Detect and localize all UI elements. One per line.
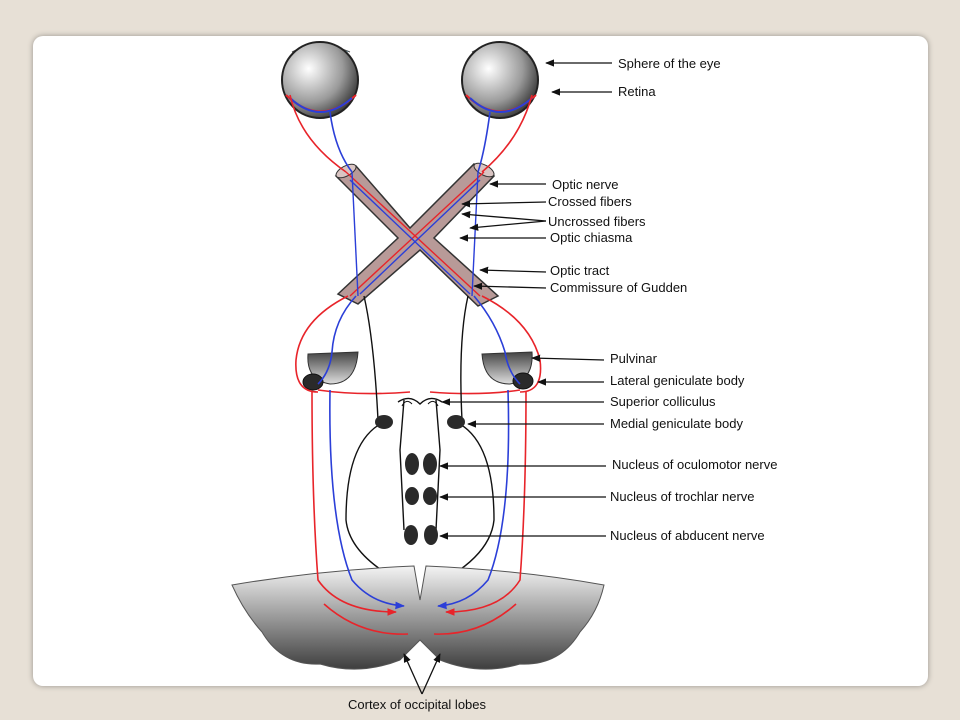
optic-tract-fibers [295, 295, 542, 395]
abducent-nucleus-right [424, 525, 438, 545]
nuclei [404, 453, 438, 545]
label-retina: Retina [618, 84, 656, 99]
lateral-geniculate-left [302, 373, 324, 391]
label-optic-tract: Optic tract [550, 263, 610, 278]
label-optic-nerve: Optic nerve [552, 177, 618, 192]
label-superior-colliculus: Superior colliculus [610, 394, 716, 409]
label-nucleus-trochlar: Nucleus of trochlar nerve [610, 489, 755, 504]
left-eye [281, 41, 359, 119]
label-crossed-fibers: Crossed fibers [548, 194, 632, 209]
lateral-geniculate-right [512, 372, 534, 390]
label-sphere-of-eye: Sphere of the eye [618, 56, 721, 71]
trochlar-nucleus-right [423, 487, 437, 505]
oculomotor-nucleus-right [423, 453, 437, 475]
chiasma-fibers [345, 171, 485, 297]
trochlar-nucleus-left [405, 487, 419, 505]
oculomotor-nucleus-left [405, 453, 419, 475]
medial-geniculate-left [375, 415, 393, 429]
label-uncrossed-fibers: Uncrossed fibers [548, 214, 646, 229]
occipital-cortex [231, 565, 605, 670]
label-nucleus-oculomotor: Nucleus of oculomotor nerve [612, 457, 777, 472]
label-pulvinar: Pulvinar [610, 351, 658, 366]
black-tracts [345, 295, 495, 591]
label-optic-chiasma: Optic chiasma [550, 230, 633, 245]
label-nucleus-abducent: Nucleus of abducent nerve [610, 528, 765, 543]
superior-colliculus [401, 400, 439, 407]
label-arrows [403, 59, 612, 695]
right-eye [461, 41, 539, 119]
labels: Sphere of the eye Retina Optic nerve Cro… [348, 56, 777, 712]
radiation-fibers [311, 389, 527, 635]
medial-geniculate-right [447, 415, 465, 429]
abducent-nucleus-left [404, 525, 418, 545]
label-cortex-occipital: Cortex of occipital lobes [348, 697, 487, 712]
label-lateral-geniculate: Lateral geniculate body [610, 373, 745, 388]
label-medial-geniculate: Medial geniculate body [610, 416, 743, 431]
optic-nerve-fibers [289, 94, 533, 173]
label-commissure-gudden: Commissure of Gudden [550, 280, 687, 295]
